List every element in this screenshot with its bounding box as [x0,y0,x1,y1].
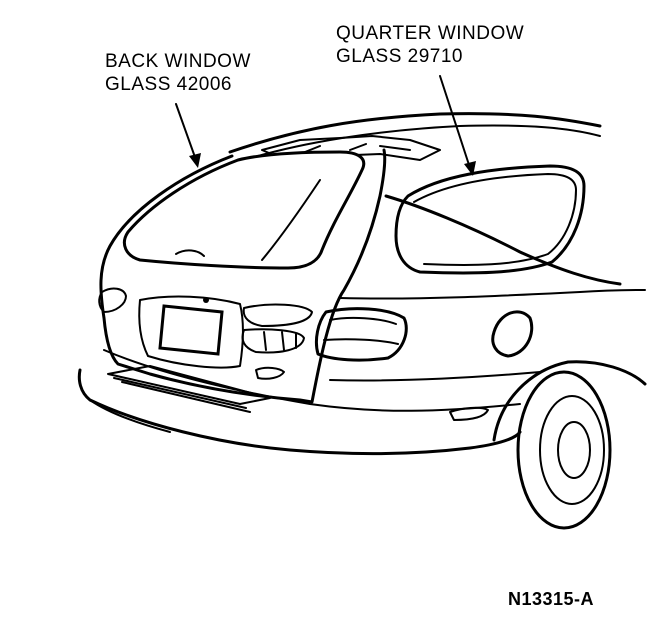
bumper-step-ribs [113,377,251,413]
body-beltline [384,194,622,286]
back-window-label-line2: GLASS 42006 [105,74,232,95]
back-window-leader-arrowhead [189,153,201,168]
rear-tire [516,370,612,530]
wheel-arch [492,360,647,442]
fuel-door [491,310,534,358]
roof-outline [228,112,602,154]
gate-taillight-lower [241,328,305,354]
quarter-window-label-line2: GLASS 29710 [336,46,463,67]
back-wiper [175,249,205,257]
back-window-label-line1: BACK WINDOW [105,51,251,72]
back-window-glass [123,150,366,270]
rear-rim [539,395,605,505]
body-lower-crease [329,371,541,382]
license-plate [158,304,224,356]
bumper-top [103,349,521,412]
roof-rail [237,124,601,163]
right-taillight-lens [323,316,399,345]
gate-taillight-ribs [263,331,297,351]
bumper-step-pad [107,365,271,405]
body-side-crease [339,289,646,300]
bumper-lower-edge [89,399,171,433]
back-window-glass-label: BACK WINDOW GLASS 42006 [105,50,251,96]
back-window-leader-line [175,103,197,161]
license-recess [138,295,244,369]
quarter-window-inner [413,173,577,266]
liftgate-outline [99,148,387,404]
reflector [255,366,285,380]
quarter-window-leader-line [439,75,471,169]
left-taillight [98,287,127,313]
quarter-window-glass [394,164,586,275]
quarter-window-glass-label: QUARTER WINDOW GLASS 29710 [336,22,524,68]
liftgate-lock [203,297,209,303]
rear-hub [557,421,591,479]
quarter-window-label-line1: QUARTER WINDOW [336,23,525,44]
back-window-reflection [261,179,321,261]
quarter-window-leader-arrowhead [464,161,476,176]
figure-id: N13315-A [508,589,595,609]
right-taillight [314,307,408,362]
gate-taillight-upper [242,303,313,327]
